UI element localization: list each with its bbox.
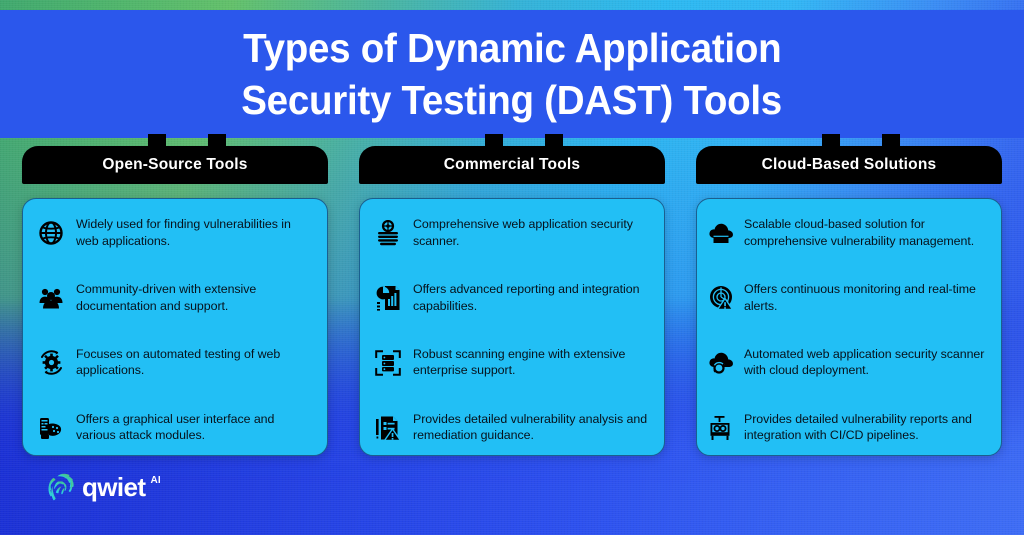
qwiet-spiral-mark-icon (44, 470, 78, 504)
card-commercial-tools: Comprehensive web application security s… (359, 198, 665, 456)
feature-item: Comprehensive web application security s… (374, 215, 650, 250)
card-cloud-based-solutions: Scalable cloud-based solution for compre… (696, 198, 1002, 456)
feature-item: Offers a graphical user interface and va… (37, 410, 313, 445)
community-group-icon (37, 283, 65, 313)
cloud-sync-scanner-icon (707, 348, 735, 378)
feature-text: Focuses on automated testing of web appl… (76, 346, 281, 378)
feature-item: Widely used for finding vulnerabilities … (37, 215, 313, 250)
column-commercial-tools: Commercial Tools (359, 134, 665, 456)
feature-item: Focuses on automated testing of web appl… (37, 345, 313, 380)
columns-container: Open-Source Tools Widely used for findin… (0, 134, 1024, 456)
column-header-label: Commercial Tools (443, 156, 581, 173)
attack-modules-hand-icon (37, 413, 65, 443)
title-banner: Types of Dynamic Application Security Te… (0, 10, 1024, 138)
web-security-scanner-icon (374, 218, 402, 248)
column-header-label: Open-Source Tools (102, 156, 248, 173)
feature-text: Community-driven with extensive document… (76, 281, 257, 313)
feature-text: Provides detailed vulnerability reports … (744, 411, 972, 443)
feature-text: Automated web application security scann… (744, 346, 985, 378)
scan-server-icon (374, 348, 402, 378)
feature-item: Provides detailed vulnerability analysis… (374, 410, 650, 445)
feature-item: Community-driven with extensive document… (37, 280, 313, 315)
column-header-commercial-tools: Commercial Tools (359, 146, 665, 184)
column-header-label: Cloud-Based Solutions (761, 156, 937, 173)
feature-text: Provides detailed vulnerability analysis… (413, 411, 648, 443)
card-open-source-tools: Widely used for finding vulnerabilities … (22, 198, 328, 456)
cicd-pipeline-icon (707, 413, 735, 443)
vulnerability-report-warning-icon (374, 413, 402, 443)
feature-item: Offers continuous monitoring and real-ti… (707, 280, 987, 315)
page-title-line-2: Security Testing (DAST) Tools (241, 77, 783, 123)
column-cloud-based-solutions: Cloud-Based Solutions Scalable cloud-bas… (696, 134, 1002, 456)
feature-text: Robust scanning engine with extensive en… (413, 346, 626, 378)
feature-text: Scalable cloud-based solution for compre… (744, 217, 975, 248)
report-chart-icon (374, 283, 402, 313)
globe-icon (37, 218, 65, 248)
column-open-source-tools: Open-Source Tools Widely used for findin… (22, 134, 328, 456)
feature-text: Offers continuous monitoring and real-ti… (744, 281, 976, 313)
feature-text: Offers a graphical user interface and va… (76, 411, 275, 443)
qwiet-ai-logo[interactable]: qwiet AI (44, 470, 161, 504)
feature-text: Offers advanced reporting and integratio… (413, 281, 640, 313)
feature-item: Robust scanning engine with extensive en… (374, 345, 650, 380)
page-title-line-1: Types of Dynamic Application (242, 25, 782, 71)
logo-ai-suffix: AI (150, 475, 161, 486)
feature-item: Offers advanced reporting and integratio… (374, 280, 650, 315)
logo-wordmark: qwiet (82, 472, 146, 502)
monitoring-radar-icon (707, 283, 735, 313)
automation-gear-icon (37, 348, 65, 378)
feature-item: Scalable cloud-based solution for compre… (707, 215, 987, 250)
feature-text: Comprehensive web application security s… (413, 217, 633, 248)
feature-item: Provides detailed vulnerability reports … (707, 410, 987, 445)
cloud-folder-icon (707, 218, 735, 248)
column-header-cloud-based-solutions: Cloud-Based Solutions (696, 146, 1002, 184)
feature-item: Automated web application security scann… (707, 345, 987, 380)
feature-text: Widely used for finding vulnerabilities … (76, 217, 291, 248)
column-header-open-source-tools: Open-Source Tools (22, 146, 328, 184)
